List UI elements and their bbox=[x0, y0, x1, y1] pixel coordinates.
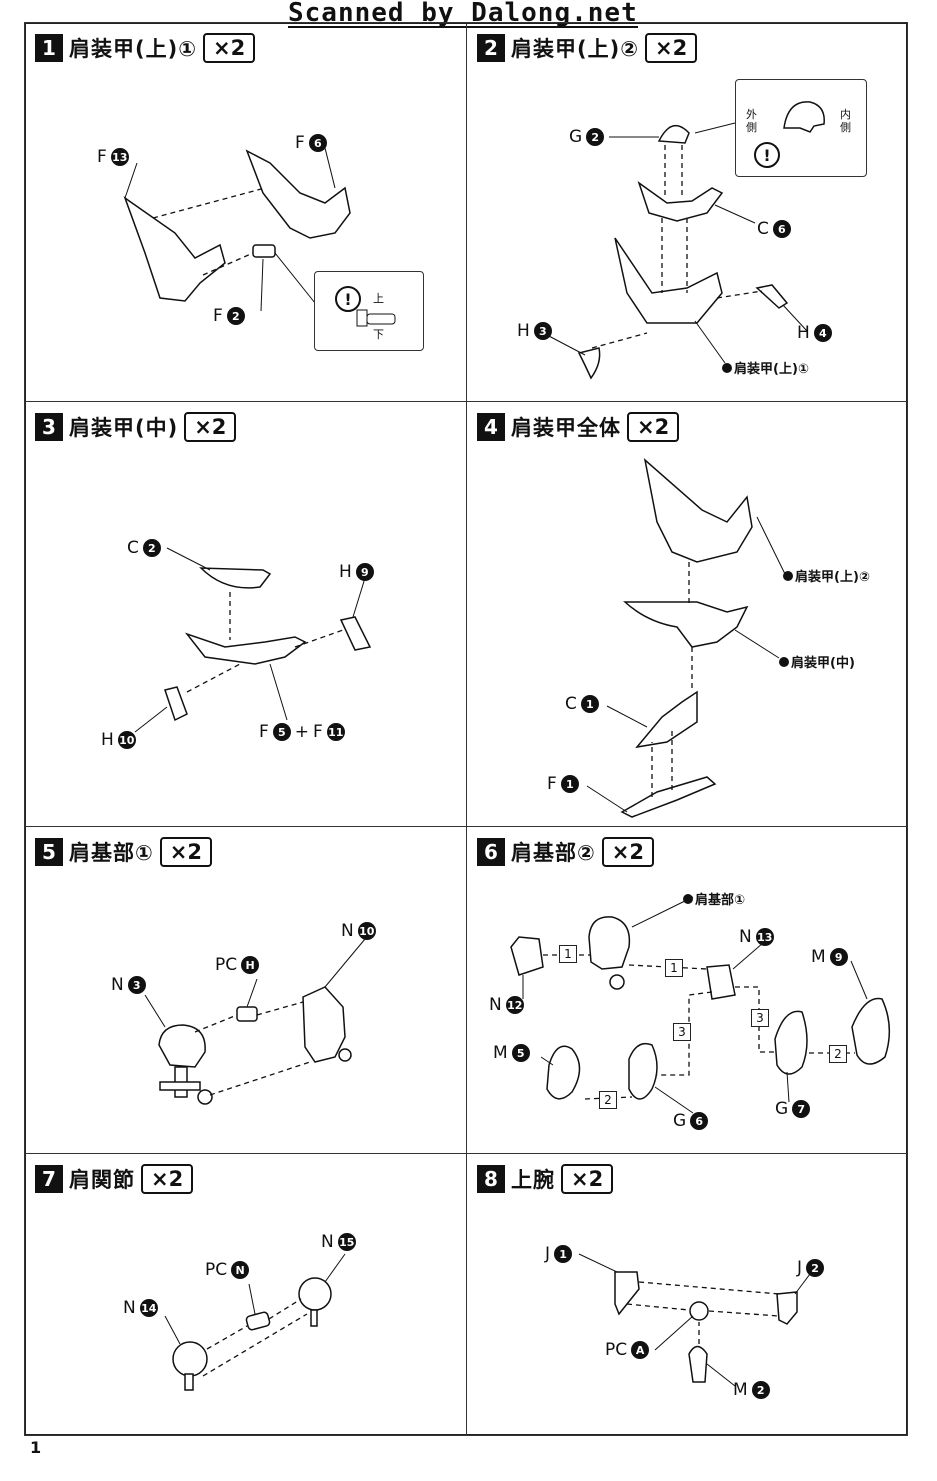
step-reference: 肩装甲(中) bbox=[779, 652, 855, 671]
step-1-diagram bbox=[123, 147, 351, 312]
quantity-badge: ×2 bbox=[601, 837, 654, 867]
warning-icon: ! bbox=[754, 142, 780, 168]
quantity-badge: ×2 bbox=[561, 1164, 614, 1194]
note-bottom-label: 下 bbox=[373, 328, 384, 341]
note-outer-label: 外側 bbox=[746, 108, 757, 134]
quantity-badge: ×2 bbox=[627, 412, 680, 442]
scan-watermark: Scanned by Dalong.net bbox=[288, 0, 638, 28]
assembly-order-marker: 2 bbox=[599, 1091, 617, 1109]
step-2-diagram bbox=[546, 122, 808, 380]
step-header: 7 肩関節 ×2 bbox=[35, 1164, 194, 1194]
step-title: 肩基部① bbox=[69, 841, 154, 865]
step-reference: 肩基部① bbox=[683, 889, 745, 908]
step-title: 肩装甲全体 bbox=[511, 416, 621, 440]
step-8-diagram bbox=[578, 1253, 814, 1387]
step-header: 2 肩装甲(上)② ×2 bbox=[477, 33, 698, 63]
orientation-note: 外側 内側 ! bbox=[735, 79, 867, 177]
step-number: 5 bbox=[35, 838, 63, 866]
step-header: 5 肩基部① ×2 bbox=[35, 837, 212, 867]
step-number: 7 bbox=[35, 1165, 63, 1193]
assembly-order-marker: 2 bbox=[829, 1045, 847, 1063]
step-4-diagram bbox=[586, 457, 786, 818]
step-header: 6 肩基部② ×2 bbox=[477, 837, 654, 867]
step-header: 8 上腕 ×2 bbox=[477, 1164, 614, 1194]
step-title: 肩関節 bbox=[69, 1168, 135, 1192]
armor-part-icon bbox=[783, 101, 825, 133]
step-5-diagram bbox=[144, 938, 366, 1105]
step-reference: 肩装甲(上)① bbox=[722, 358, 809, 377]
step-header: 1 肩装甲(上)① ×2 bbox=[35, 33, 256, 63]
step-header: 3 肩装甲(中) ×2 bbox=[35, 412, 237, 442]
step-3-diagram bbox=[134, 547, 372, 733]
step-number: 3 bbox=[35, 413, 63, 441]
assembly-order-marker: 3 bbox=[673, 1023, 691, 1041]
note-top-label: 上 bbox=[373, 292, 384, 305]
step-title: 肩装甲(上)② bbox=[511, 37, 639, 61]
step-7-diagram bbox=[164, 1253, 346, 1391]
orientation-note: ! 上 下 bbox=[314, 271, 424, 351]
quantity-badge: ×2 bbox=[184, 412, 237, 442]
quantity-badge: ×2 bbox=[159, 837, 212, 867]
step-number: 6 bbox=[477, 838, 505, 866]
step-reference: 肩装甲(上)② bbox=[783, 566, 870, 585]
step-title: 上腕 bbox=[511, 1168, 555, 1192]
quantity-badge: ×2 bbox=[202, 33, 256, 63]
assembly-order-marker: 1 bbox=[559, 945, 577, 963]
warning-icon: ! bbox=[335, 286, 361, 312]
assembly-order-marker: 1 bbox=[665, 959, 683, 977]
quantity-badge: ×2 bbox=[141, 1164, 194, 1194]
step-title: 肩装甲(上)① bbox=[69, 37, 197, 61]
step-6-diagram bbox=[510, 896, 891, 1114]
quantity-badge: ×2 bbox=[644, 33, 698, 63]
peg-icon bbox=[356, 309, 396, 327]
page-number: 1 bbox=[30, 1438, 42, 1457]
step-header: 4 肩装甲全体 ×2 bbox=[477, 412, 680, 442]
step-title: 肩基部② bbox=[511, 841, 596, 865]
step-title: 肩装甲(中) bbox=[69, 416, 179, 440]
step-number: 8 bbox=[477, 1165, 505, 1193]
note-inner-label: 内側 bbox=[840, 108, 851, 134]
step-number: 4 bbox=[477, 413, 505, 441]
assembly-order-marker: 3 bbox=[751, 1009, 769, 1027]
step-number: 1 bbox=[35, 34, 63, 62]
step-number: 2 bbox=[477, 34, 505, 62]
